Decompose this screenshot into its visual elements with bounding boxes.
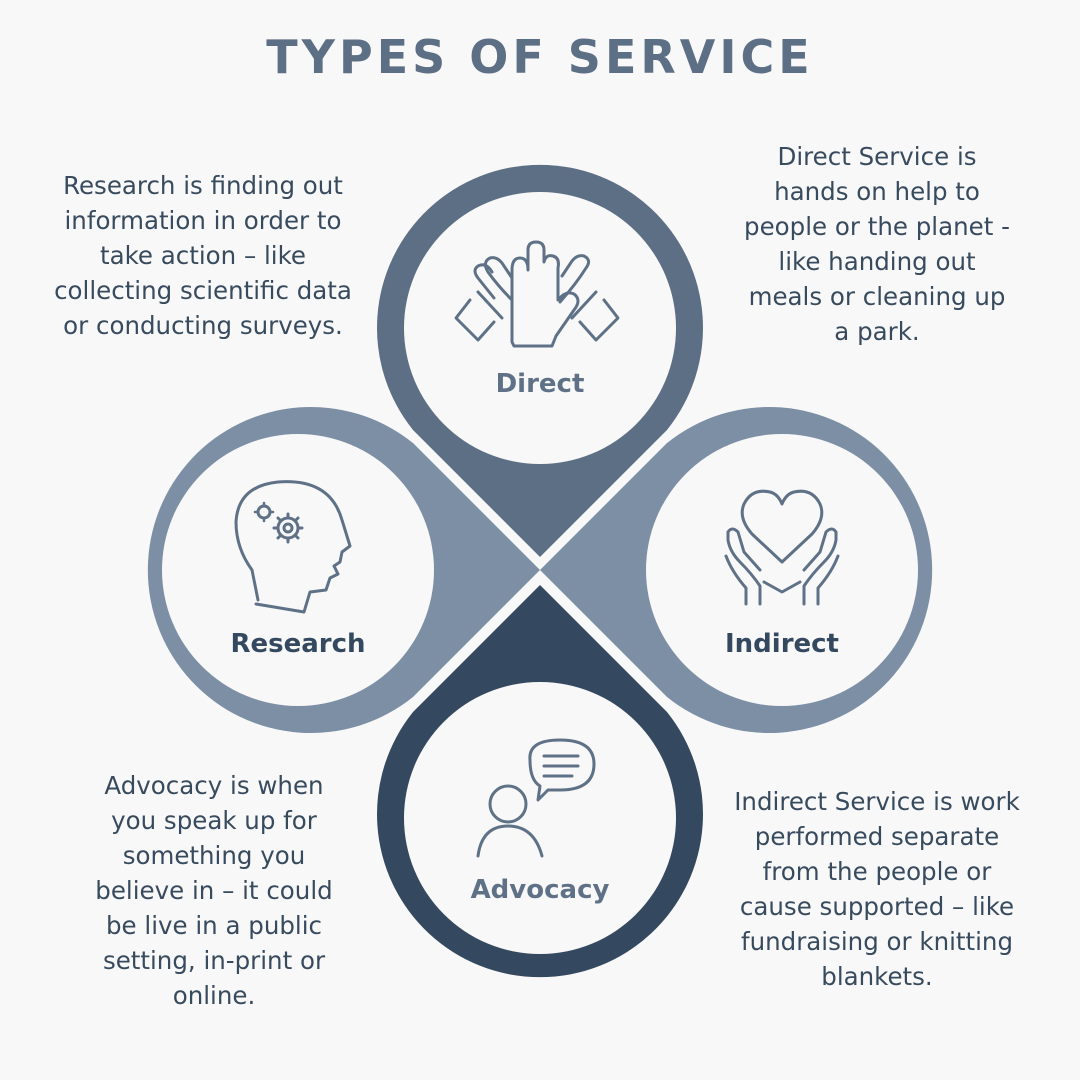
advocacy-petal-inner [404, 682, 676, 954]
research-term: Research [63, 171, 176, 200]
research-petal [147, 406, 540, 733]
research-petal-inner [162, 434, 434, 706]
advocacy-term: Advocacy [104, 771, 223, 800]
indirect-text: is work performed separate from the peop… [739, 787, 1020, 991]
direct-text: is hands on help to people or the planet… [744, 142, 1010, 346]
indirect-label: Indirect [725, 629, 839, 659]
advocacy-text: is when you speak up for something you b… [95, 771, 333, 1010]
high-five-icon [454, 240, 620, 348]
direct-petal-inner [404, 192, 676, 464]
direct-description: Direct Service is hands on help to peopl… [742, 139, 1012, 349]
advocacy-description: Advocacy is when you speak up for someth… [82, 768, 346, 1013]
research-description: Research is finding out information in o… [52, 168, 354, 343]
indirect-petal-inner [646, 434, 918, 706]
advocacy-label: Advocacy [471, 875, 610, 905]
indirect-petal [540, 406, 933, 734]
indirect-description: Indirect Service is work performed separ… [724, 784, 1030, 994]
page-title: TYPES OF SERVICE [266, 30, 814, 84]
advocacy-petal [376, 585, 703, 978]
direct-petal [376, 164, 703, 557]
research-text: is finding out information in order to t… [54, 171, 352, 340]
person-speech-icon [476, 738, 596, 858]
direct-label: Direct [496, 369, 585, 399]
indirect-term: Indirect Service [734, 787, 926, 816]
hands-heart-icon [724, 489, 840, 606]
research-label: Research [230, 629, 365, 659]
direct-term: Direct Service [777, 142, 950, 171]
head-gears-icon [234, 480, 352, 614]
